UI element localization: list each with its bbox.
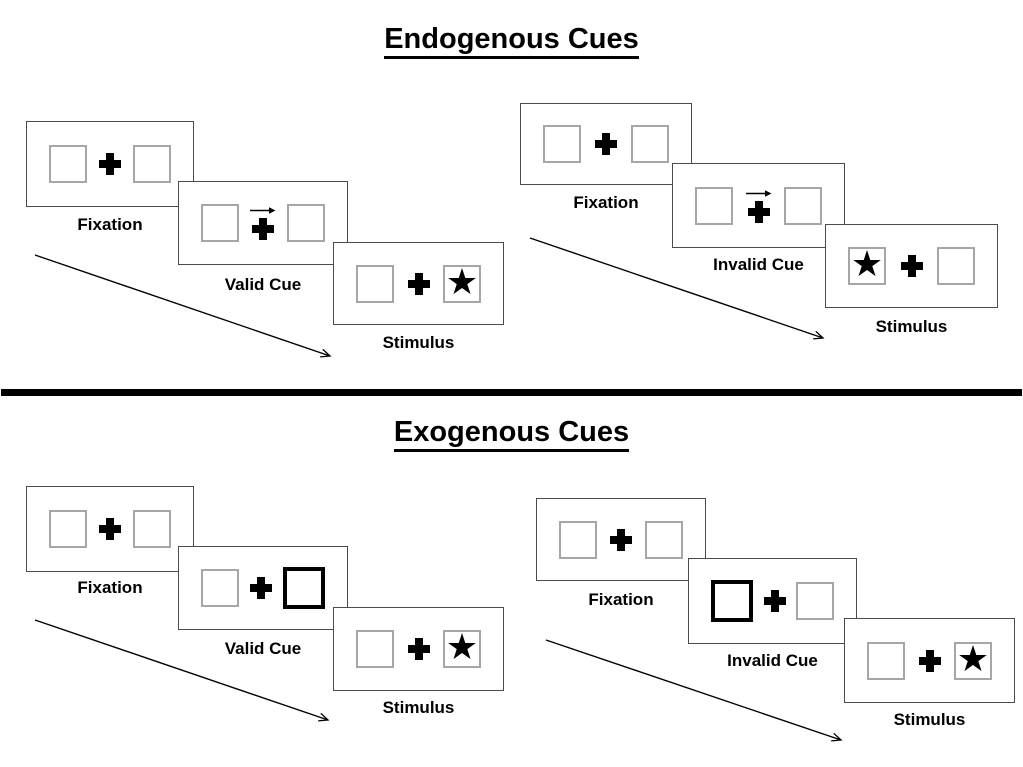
fixation-cross-icon: [595, 133, 617, 155]
endo-valid-cue-panel: [178, 181, 348, 265]
left-placeholder-box: [695, 186, 733, 225]
right-target-box: ★: [954, 638, 992, 680]
endo-valid-stimulus-label: Stimulus: [382, 333, 455, 352]
fixation-cross-icon: [99, 518, 121, 540]
fixation-cross-icon: [99, 153, 121, 175]
left-placeholder-box: [543, 125, 581, 163]
endogenous-section-title: Endogenous Cues: [0, 23, 1023, 59]
right-placeholder-box: [133, 145, 171, 183]
right-placeholder-box: [645, 520, 683, 559]
exo-valid-timeline-arrow: [34, 619, 328, 720]
right-placeholder-box: [784, 186, 822, 225]
endogenous-title-text: Endogenous Cues: [384, 23, 639, 59]
endo-valid-fixation-label: Fixation: [77, 215, 143, 234]
exo-valid-stimulus-panel: ★: [333, 607, 504, 691]
left-placeholder-box: [49, 145, 87, 183]
fixation-cross-icon: [918, 649, 941, 672]
star-icon: ★: [445, 627, 479, 668]
fixation-cross-icon: [900, 255, 923, 277]
endo-invalid-timeline-arrow: [529, 237, 823, 338]
right-arrow-icon: [745, 189, 771, 197]
endo-valid-cue-label: Valid Cue: [224, 275, 302, 294]
fixation-cross-icon: [407, 638, 430, 660]
exo-valid-cue-label: Valid Cue: [224, 639, 302, 658]
right-placeholder-box: [287, 204, 325, 242]
endo-invalid-fixation-label: Fixation: [573, 193, 639, 212]
left-placeholder-box: [867, 641, 905, 680]
endo-invalid-cue-label: Invalid Cue: [713, 255, 804, 274]
right-placeholder-box: [133, 510, 171, 548]
endo-valid-fixation-panel: [26, 121, 194, 207]
left-target-box: ★: [848, 247, 886, 285]
left-placeholder-box: [356, 264, 394, 303]
left-placeholder-box: [201, 569, 239, 607]
left-placeholder-box: [356, 630, 394, 668]
star-icon: ★: [850, 244, 884, 285]
fixation-cross-icon: [407, 272, 430, 295]
star-icon: ★: [445, 261, 479, 303]
endo-invalid-stimulus-panel: ★: [825, 224, 998, 308]
endo-valid-timeline-arrow: [34, 254, 330, 356]
right-placeholder-box: [631, 125, 669, 163]
exo-valid-fixation-label: Fixation: [77, 578, 143, 597]
fixation-cross-icon: [763, 590, 786, 612]
left-placeholder-box: [559, 520, 597, 559]
right-arrow-icon: [250, 207, 276, 214]
exo-valid-stimulus-label: Stimulus: [382, 698, 455, 717]
section-divider: [1, 389, 1022, 396]
fixation-cross-icon: [252, 218, 274, 240]
exogenous-section-title: Exogenous Cues: [0, 416, 1023, 452]
endo-invalid-stimulus-label: Stimulus: [875, 317, 948, 336]
exo-invalid-fixation-panel: [536, 498, 706, 581]
right-target-box: ★: [443, 630, 481, 668]
star-icon: ★: [956, 638, 990, 680]
exo-valid-fixation-panel: [26, 486, 194, 572]
cue-highlight-box: [283, 567, 325, 609]
left-placeholder-box: [201, 204, 239, 242]
right-placeholder-box: [796, 582, 834, 620]
exo-invalid-stimulus-panel: ★: [844, 618, 1015, 703]
exo-invalid-stimulus-label: Stimulus: [893, 710, 966, 729]
exo-valid-cue-panel: [178, 546, 348, 630]
right-placeholder-box: [937, 247, 975, 285]
cue-highlight-box: [711, 580, 753, 622]
right-target-box: ★: [443, 261, 481, 303]
endo-invalid-cue-panel: [672, 163, 845, 248]
endo-valid-stimulus-panel: ★: [333, 242, 504, 325]
exogenous-title-text: Exogenous Cues: [393, 416, 630, 452]
fixation-cross-icon: [747, 200, 770, 223]
fixation-cross-icon: [250, 577, 272, 599]
exo-invalid-cue-label: Invalid Cue: [727, 651, 818, 670]
exo-invalid-cue-panel: [688, 558, 857, 644]
left-placeholder-box: [49, 510, 87, 548]
fixation-cross-icon: [610, 528, 632, 551]
endo-invalid-fixation-panel: [520, 103, 692, 185]
exo-invalid-fixation-label: Fixation: [588, 590, 654, 609]
